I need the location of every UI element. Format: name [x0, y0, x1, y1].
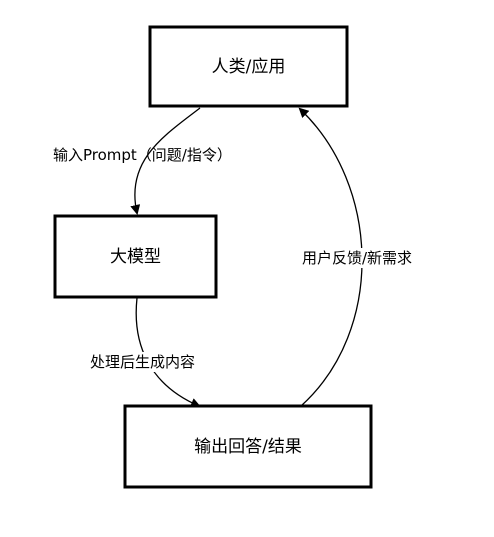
node-model: 大模型 — [53, 214, 218, 299]
edge-process-label: 处理后生成内容 — [90, 353, 195, 371]
edge-input-arrow — [130, 107, 201, 215]
edge-feedback-label: 用户反馈/新需求 — [302, 249, 412, 267]
node-human-label: 人类/应用 — [212, 57, 286, 77]
node-model-label: 大模型 — [110, 247, 161, 267]
node-human: 人类/应用 — [148, 25, 349, 108]
node-output: 输出回答/结果 — [123, 404, 373, 489]
node-output-label: 输出回答/结果 — [194, 437, 302, 457]
edge-input-label: 输入Prompt（问题/指令） — [53, 146, 232, 164]
